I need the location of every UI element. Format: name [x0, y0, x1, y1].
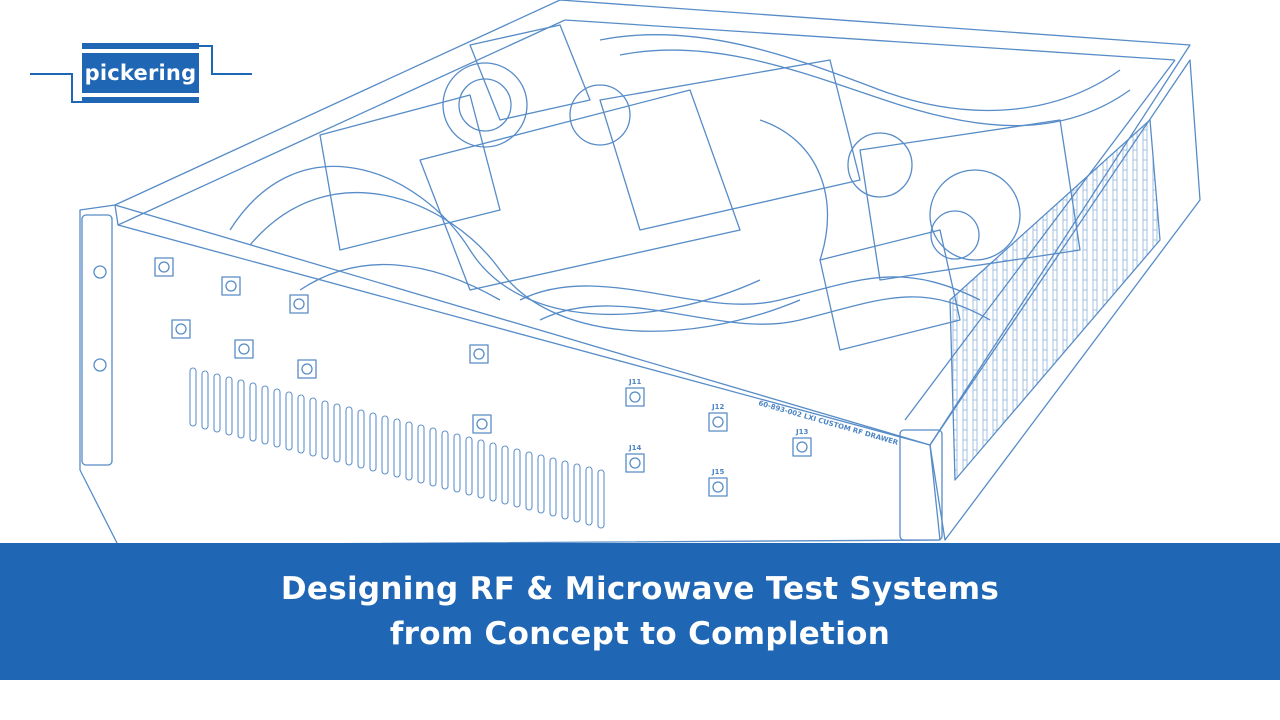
- chassis-front-panel: [79, 204, 941, 545]
- chassis-top-rim: [114, 0, 1191, 446]
- connector-label-j15: J15: [711, 468, 724, 476]
- front-vent-slots: [189, 367, 605, 529]
- connector-label-j14: J14: [628, 444, 641, 452]
- connector-label-j12: J12: [711, 403, 724, 411]
- title-line-1: Designing RF & Microwave Test Systems: [280, 570, 1000, 607]
- pickering-logo: pickering: [30, 40, 255, 110]
- rf-drawer-illustration: 60-893-002 LXI CUSTOM RF DRAWER J11 J12 …: [79, 0, 1201, 545]
- title-line-2: from Concept to Completion: [389, 615, 891, 652]
- connector-label-j11: J11: [628, 378, 641, 386]
- bottom-strip: [0, 680, 1280, 720]
- logo-wordmark: pickering: [82, 53, 199, 93]
- logo-lines: [30, 43, 252, 103]
- front-connectors: [154, 257, 812, 497]
- title-banner: Designing RF & Microwave Test Systems fr…: [0, 543, 1280, 680]
- connector-label-j13: J13: [795, 428, 808, 436]
- panel-label: 60-893-002 LXI CUSTOM RF DRAWER: [757, 399, 899, 447]
